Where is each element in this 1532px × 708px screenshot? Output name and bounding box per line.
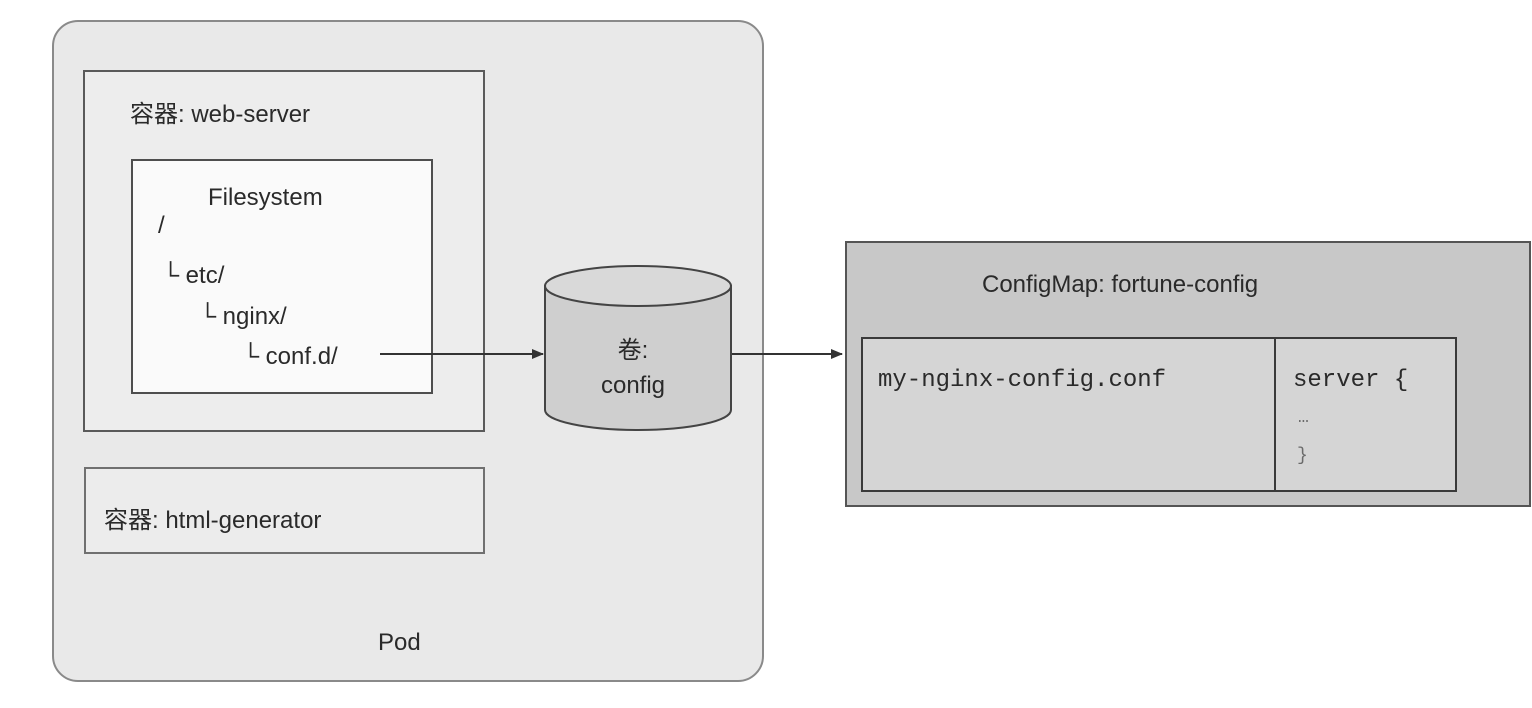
tree-confd: └ conf.d/ — [242, 343, 338, 370]
configmap-title: ConfigMap: fortune-config — [982, 271, 1259, 298]
tree-root: / — [158, 212, 165, 239]
tree-nginx: └ nginx/ — [199, 303, 287, 330]
filesystem-title: Filesystem — [208, 184, 323, 211]
container-html-generator-label: 容器: html-generator — [104, 507, 322, 534]
volume-cylinder-icon — [544, 265, 732, 431]
configmap-entry-table — [861, 337, 1457, 492]
volume-label-line2: config — [600, 372, 666, 399]
tree-etc: └ etc/ — [162, 262, 225, 289]
container-html-generator — [84, 467, 485, 554]
pod-label: Pod — [378, 629, 421, 656]
container-web-server-label: 容器: web-server — [130, 101, 311, 128]
configmap-entry-divider — [1274, 339, 1276, 490]
configmap-entry-value-line2: … — [1298, 408, 1309, 428]
volume-label-line1: 卷: — [617, 337, 649, 364]
configmap-entry-key: my-nginx-config.conf — [878, 367, 1167, 394]
configmap-entry-value-line1: server { — [1293, 367, 1409, 394]
configmap-entry-value-line3: } — [1297, 446, 1308, 466]
